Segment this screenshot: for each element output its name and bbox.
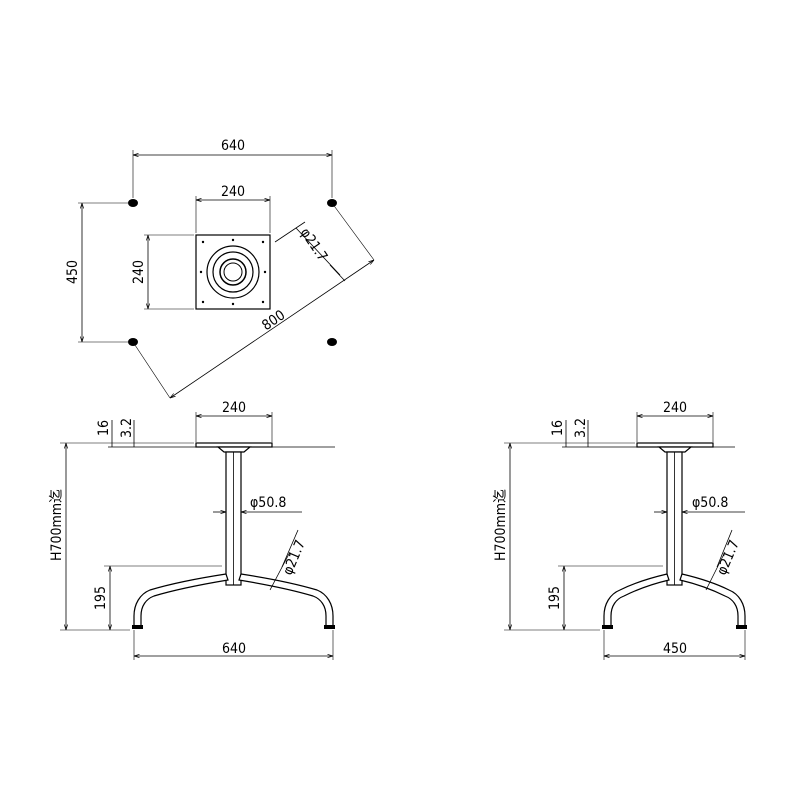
dim-front-240: 240: [195, 400, 273, 442]
dim-side-450: 450: [603, 630, 746, 660]
top-plate: [195, 234, 271, 310]
front-view: 240 16 3.2 H700mm迄 195 φ50.8: [49, 400, 335, 660]
dim-front-195-label: 195: [93, 586, 109, 610]
dim-side-195-label: 195: [547, 586, 563, 610]
dim-front-640: 640: [133, 630, 334, 660]
dim-side-240-label: 240: [663, 400, 687, 416]
leg-end-cap: [128, 199, 138, 207]
leg-end-cap: [327, 338, 337, 346]
dim-front-height-label: H700mm迄: [49, 489, 65, 561]
dim-front-column: φ50.8: [213, 495, 302, 512]
dim-side-240: 240: [636, 400, 714, 442]
dim-top-640: 640: [132, 138, 333, 198]
dim-front-column-label: φ50.8: [250, 495, 286, 511]
dim-top-240-h-label: 240: [131, 260, 147, 284]
bolt-hole: [231, 302, 235, 306]
dim-side-450-label: 450: [663, 641, 687, 657]
front-foot-right: [324, 625, 335, 629]
dim-side-column-label: φ50.8: [692, 495, 728, 511]
dim-side-195: 195: [547, 565, 663, 630]
dim-side-column: φ50.8: [654, 495, 745, 512]
dim-side-16-label: 16: [550, 420, 566, 436]
side-foot-right: [736, 625, 747, 629]
dim-top-450: 450: [65, 202, 128, 343]
front-leg-right: [238, 573, 334, 627]
dim-side-leg-label: φ21.7: [714, 538, 743, 578]
dim-front-195: 195: [93, 565, 222, 630]
dim-top-pipe: φ21.7: [274, 221, 346, 282]
front-column-cap: [216, 446, 252, 453]
side-view: 240 16 3.2 H700mm迄 195 φ50.8 φ: [493, 400, 747, 660]
bolt-hole: [263, 270, 267, 274]
dim-top-240-h: 240: [131, 234, 194, 310]
bolt-hole: [261, 240, 265, 244]
bolt-hole: [199, 270, 203, 274]
bolt-hole: [261, 300, 265, 304]
dim-side-leg: φ21.7: [705, 529, 743, 591]
side-column-cap: [657, 446, 693, 453]
side-foot-left: [602, 625, 613, 629]
dim-front-16-label: 16: [96, 420, 112, 436]
dim-top-240-w-label: 240: [221, 184, 245, 200]
dim-front-640-label: 640: [222, 641, 246, 657]
dim-front-240-label: 240: [222, 400, 246, 416]
bolt-hole: [201, 240, 205, 244]
dim-front-height: H700mm迄: [49, 442, 130, 631]
front-leg-left: [133, 573, 229, 627]
dim-top-640-label: 640: [221, 138, 245, 154]
dim-side-height-label: H700mm迄: [493, 489, 509, 561]
bolt-hole: [201, 300, 205, 304]
dim-side-height: H700mm迄: [493, 442, 600, 631]
dim-side-thickness: 16 3.2: [550, 418, 635, 447]
dim-top-240-w: 240: [195, 184, 271, 233]
dim-front-thickness: 16 3.2: [96, 418, 194, 447]
side-leg-left: [603, 573, 670, 627]
top-view: 640 240 240 450 800: [65, 138, 374, 398]
side-leg-right: [679, 573, 746, 627]
dim-front-3-2-label: 3.2: [119, 418, 135, 438]
bolt-hole: [231, 238, 235, 242]
dim-top-pipe-label: φ21.7: [297, 225, 331, 264]
dim-top-450-label: 450: [65, 260, 81, 284]
dim-side-3-2-label: 3.2: [573, 418, 589, 438]
dim-front-leg-label: φ21.7: [280, 538, 309, 578]
front-foot-left: [132, 625, 143, 629]
